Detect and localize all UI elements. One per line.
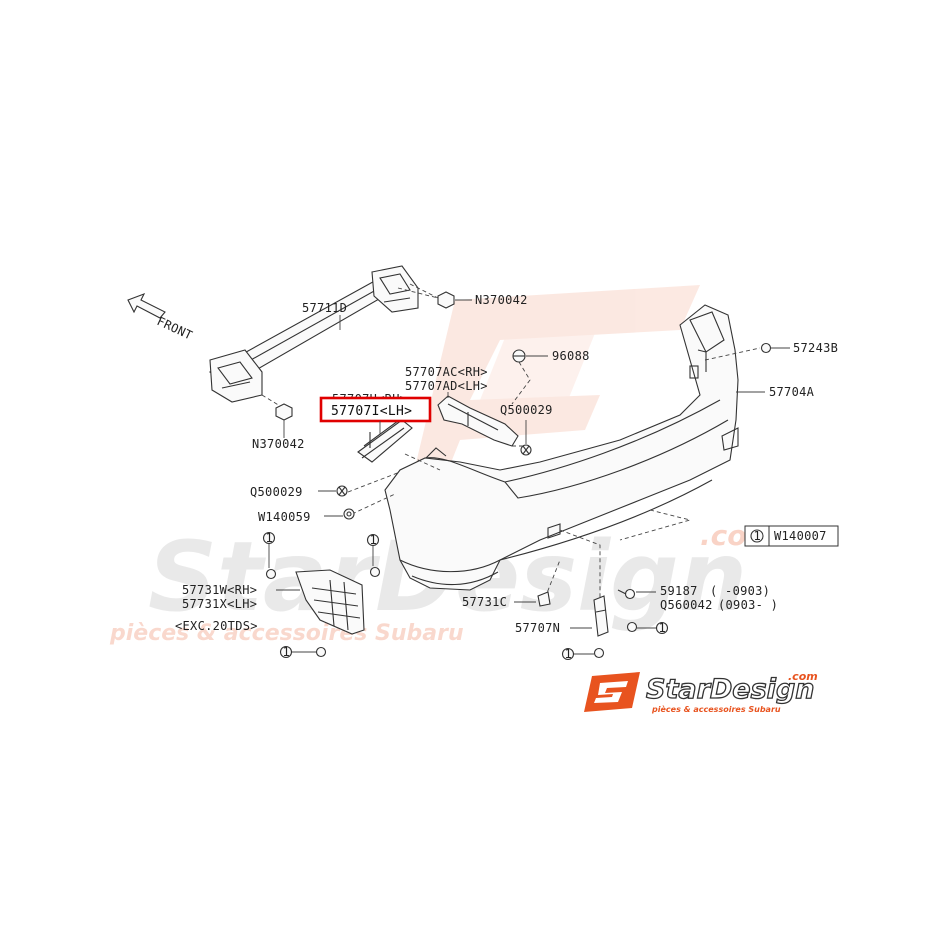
watermark-tagline: pièces & accessoires Subaru: [109, 621, 464, 646]
part-57707I-bracket: [357, 417, 413, 463]
label-w140059: W140059: [258, 510, 311, 524]
label-exc-note: <EXC.20TDS>: [175, 619, 258, 633]
stardesign-emblem-icon: [584, 672, 640, 712]
part-57731C-clip: [537, 591, 551, 607]
label-57711D: 57711D: [302, 301, 347, 315]
clip-marker-bottom-right: 1: [561, 647, 605, 661]
label-57731C: 57731C: [462, 595, 507, 609]
legend-box: 1 W140007: [744, 525, 839, 547]
svg-text:1: 1: [370, 533, 378, 547]
bolt-q500029-left-icon: [336, 485, 348, 497]
label-96088: 96088: [552, 349, 590, 363]
callout-57707I: 57707I<LH>: [331, 404, 412, 419]
clip-marker-right-top: 1: [366, 533, 381, 578]
label-q500029-left: Q500029: [250, 485, 303, 499]
logo-brand: StarDesign: [646, 674, 815, 705]
watermark-emblem: [400, 285, 700, 530]
nut-n370042-bottom-icon: [275, 403, 293, 421]
svg-text:1: 1: [565, 647, 573, 661]
part-57704A-bumper-cover: [384, 304, 739, 591]
label-57707AD: 57707AD<LH>: [405, 379, 488, 393]
nut-n370042-top-icon: [437, 291, 455, 309]
grommet-57243B-icon: [760, 342, 772, 354]
bolt-59187-icon: [617, 588, 636, 600]
legend-part: W140007: [774, 529, 827, 543]
legend-index: 1: [754, 529, 762, 543]
part-57707AC-bracket: [437, 395, 519, 447]
svg-text:1: 1: [283, 645, 291, 659]
label-59187: 59187: [660, 584, 698, 598]
callout-highlight-box: [319, 396, 432, 423]
label-q560042: Q560042: [660, 598, 713, 612]
label-n370042-top: N370042: [475, 293, 528, 307]
label-59187-range: ( -0903): [710, 584, 770, 598]
front-label: FRONT: [155, 314, 195, 343]
label-57243B: 57243B: [793, 341, 838, 355]
label-57707AC: 57707AC<RH>: [405, 365, 488, 379]
clip-marker-mid-right: 1: [626, 621, 669, 635]
label-57731X: 57731X<LH>: [182, 597, 257, 611]
logo-tagline: pièces & accessoires Subaru: [651, 704, 781, 714]
stardesign-logo: StarDesign .com pièces & accessoires Sub…: [584, 670, 818, 714]
part-57731W-air-guide: [295, 569, 365, 635]
bolt-q500029-right-icon: [520, 444, 532, 456]
part-57711D-beam: [208, 265, 419, 403]
logo-domain: .com: [788, 670, 818, 683]
part-57707N-bracket: [593, 595, 609, 637]
clip-marker-left-top: 1: [262, 531, 277, 580]
clip-96088-icon: [512, 349, 526, 363]
front-arrow-icon: FRONT: [127, 292, 195, 343]
label-q560042-range: (0903- ): [718, 598, 778, 612]
clip-w140059-icon: [343, 508, 355, 520]
svg-text:1: 1: [659, 621, 667, 635]
label-q500029-right: Q500029: [500, 403, 553, 417]
svg-text:1: 1: [266, 531, 274, 545]
label-n370042-bottom: N370042: [252, 437, 305, 451]
clip-marker-bottom-left: 1: [279, 645, 327, 659]
label-57731W: 57731W<RH>: [182, 583, 257, 597]
label-57707N: 57707N: [515, 621, 560, 635]
label-57704A: 57704A: [769, 385, 815, 399]
